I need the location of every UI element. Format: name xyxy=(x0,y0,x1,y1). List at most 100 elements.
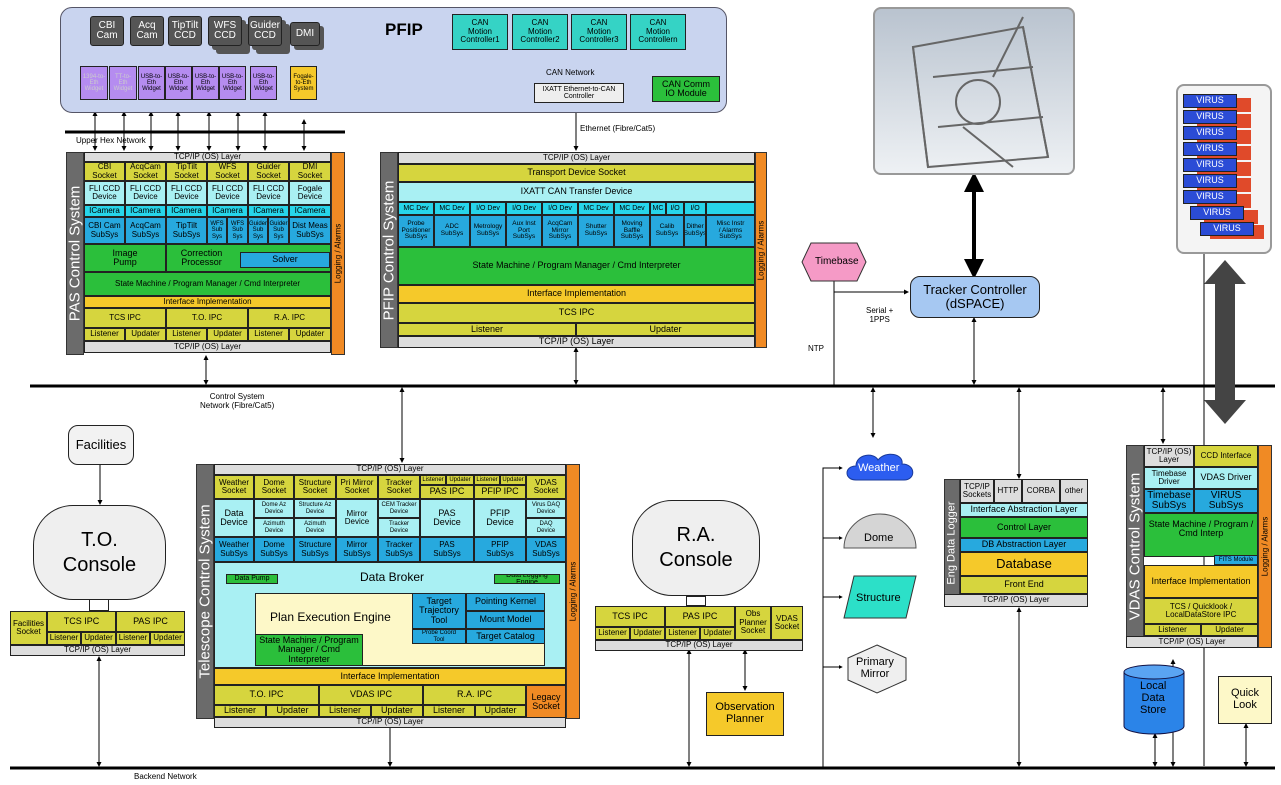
ra-tcpip: TCP/IP (OS) Layer xyxy=(595,640,803,651)
tcs-pas-ipc: PAS IPC xyxy=(420,485,474,499)
local-data-store-cylinder-icon xyxy=(1123,664,1185,735)
pas-updater-2: Updater xyxy=(207,328,248,341)
observation-planner: Observation Planner xyxy=(706,692,784,736)
tcs-tcpip-bottom: TCP/IP (OS) Layer xyxy=(214,717,566,728)
eng-control-layer: Control Layer xyxy=(960,517,1088,538)
can-network-label: CAN Network xyxy=(546,68,595,77)
pas-subsys-tiptilt: TipTilt SubSys xyxy=(166,217,207,244)
pfip-subsys-acqcam: AcqCam Mirror SubSys xyxy=(542,215,578,247)
pas-subsys-guider-a: Guider Sub Sys xyxy=(248,217,268,244)
pas-correction-processor: Correction Processor xyxy=(166,244,236,272)
timebase-hexagon-icon xyxy=(801,242,867,282)
pas-listener-3: Listener xyxy=(248,328,289,341)
pfip-cs-tcpip: TCP/IP (OS) Layer xyxy=(398,152,755,164)
pas-socket-guider: Guider Socket xyxy=(248,162,289,181)
tcs-vdas-socket: VDAS Socket xyxy=(526,475,566,499)
pfip-updater: Updater xyxy=(576,323,755,336)
widget-1394: 1394-to- Eth Widget xyxy=(80,66,108,100)
local-data-store-label: Local Data Store xyxy=(1140,680,1167,716)
tcs-tracker-device-2: Tracker Device xyxy=(378,518,420,537)
dmi-cam: DMI xyxy=(290,22,320,46)
pas-interface: Interface Implementation xyxy=(84,296,331,308)
structure-parallelogram-icon xyxy=(843,575,917,619)
ixatt-controller: IXATT Ethernet-to-CAN Controller xyxy=(534,83,624,103)
tcs-ra-ipc: R.A. IPC xyxy=(423,685,526,705)
pfip-dev-8: MC xyxy=(650,202,666,215)
tcs-tcpip: TCP/IP (OS) Layer xyxy=(214,464,566,475)
tcs-subsys-structure: Structure SubSys xyxy=(294,537,336,562)
pas-device-5: FLI CCD Device xyxy=(248,181,289,205)
vdas-ipc: TCS / Quicklook / LocalDataStore IPC xyxy=(1144,598,1258,624)
pas-updater-1: Updater xyxy=(125,328,166,341)
pas-socket-dmi: DMI Socket xyxy=(289,162,331,181)
pfip-subsys-shutter: Shutter SubSys xyxy=(578,215,614,247)
pas-device-1: FLI CCD Device xyxy=(84,181,125,205)
to-tcpip: TCP/IP (OS) Layer xyxy=(10,645,185,656)
pas-subsys-acqcam: AcqCam SubSys xyxy=(125,217,166,244)
pfip-subsys-adc: ADC SubSys xyxy=(434,215,470,247)
tcs-subsys-dome: Dome SubSys xyxy=(254,537,294,562)
tcs-tracker-device-1: CEM Tracker Device xyxy=(378,499,420,518)
pas-title: PAS Control System xyxy=(66,152,84,355)
eng-front-end: Front End xyxy=(960,576,1088,594)
vdas-state-machine: State Machine / Program / Cmd Interp xyxy=(1144,513,1258,557)
pas-icamera-5: ICamera xyxy=(248,205,289,217)
pfip-subsys-dither: Dither SubSys xyxy=(684,215,706,247)
can-comm-io: CAN Comm IO Module xyxy=(652,76,720,102)
tcs-logging: Logging / Alarms xyxy=(566,464,580,719)
pas-to-ipc: T.O. IPC xyxy=(166,308,248,328)
telescope-structure-icon xyxy=(911,16,1050,169)
eng-http: HTTP xyxy=(994,479,1022,503)
widget-usb-1: USB-to- Eth Widget xyxy=(138,66,165,100)
pas-subsys-wfs-a: WFS Sub Sys xyxy=(207,217,227,244)
pas-icamera-3: ICamera xyxy=(166,205,207,217)
tcs-to-ipc: T.O. IPC xyxy=(214,685,319,705)
tcs-vdas-device-2: DAQ Device xyxy=(526,518,566,537)
tiptilt-ccd: TipTilt CCD xyxy=(168,16,202,46)
virus-unit-6: VIRUS xyxy=(1183,174,1237,188)
pas-device-6: Fogale Device xyxy=(289,181,331,205)
can-controller-1: CAN Motion Controller1 xyxy=(452,14,508,50)
to-updater-1: Updater xyxy=(81,632,116,645)
tcs-dome-device-2: Azimuth Device xyxy=(254,518,294,537)
primary-mirror-label: Primary Mirror xyxy=(856,656,894,680)
tcs-structure-device-2: Azimuth Device xyxy=(294,518,336,537)
tcs-subsys-pas: PAS SubSys xyxy=(420,537,474,562)
virus-unit-5: VIRUS xyxy=(1183,158,1237,172)
tcs-listener-1: Listener xyxy=(214,705,266,717)
virus-unit-8: VIRUS xyxy=(1190,206,1244,220)
ra-listener-1: Listener xyxy=(595,627,630,640)
structure-label: Structure xyxy=(856,592,901,604)
widget-usb-2: USB-to- Eth Widget xyxy=(165,66,192,100)
ra-vdas-socket: VDAS Socket xyxy=(771,606,803,640)
pfip-subsys-metrology: Metrology SubSys xyxy=(470,215,506,247)
to-console: T.O. Console xyxy=(33,505,166,600)
pfip-dev-3: I/O Dev xyxy=(470,202,506,215)
ra-obs-planner-socket: Obs Planner Socket xyxy=(735,606,771,640)
pas-subsys-cbi: CBI Cam SubSys xyxy=(84,217,125,244)
tcs-subsys-pfip: PFIP SubSys xyxy=(474,537,526,562)
eng-database: Database xyxy=(960,552,1088,576)
upper-hex-label: Upper Hex Network xyxy=(76,136,146,145)
virus-unit-1: VIRUS xyxy=(1183,94,1237,108)
widget-usb-4: USB-to- Eth Widget xyxy=(219,66,246,100)
pas-logging: Logging / Alarms xyxy=(331,152,345,355)
ra-tcs-ipc: TCS IPC xyxy=(595,606,665,627)
vdas-logging: Logging / Alarms xyxy=(1258,445,1272,648)
pas-listener-2: Listener xyxy=(166,328,207,341)
vdas-timebase-subsys: Timebase SubSys xyxy=(1144,489,1194,513)
tcs-socket-tracker: Tracker Socket xyxy=(378,475,420,499)
tcs-listener-2: Listener xyxy=(319,705,371,717)
eng-db-abstraction: DB Abstraction Layer xyxy=(960,538,1088,552)
vdas-tcpip-top: TCP/IP (OS) Layer xyxy=(1144,445,1194,467)
vdas-virus-subsys: VIRUS SubSys xyxy=(1194,489,1258,513)
pas-tcs-ipc: TCS IPC xyxy=(84,308,166,328)
tcs-title: Telescope Control System xyxy=(196,464,214,719)
pfip-dev-4: I/O Dev xyxy=(506,202,542,215)
pfip-cs-ixatt: IXATT CAN Transfer Device xyxy=(398,182,755,202)
pas-listener-1: Listener xyxy=(84,328,125,341)
control-network-label: Control System Network (Fibre/Cat5) xyxy=(200,392,275,410)
pfip-dev-7: MC Dev xyxy=(614,202,650,215)
to-pas-ipc: PAS IPC xyxy=(116,611,185,632)
tcs-pfip-listener: Listener xyxy=(474,475,500,485)
